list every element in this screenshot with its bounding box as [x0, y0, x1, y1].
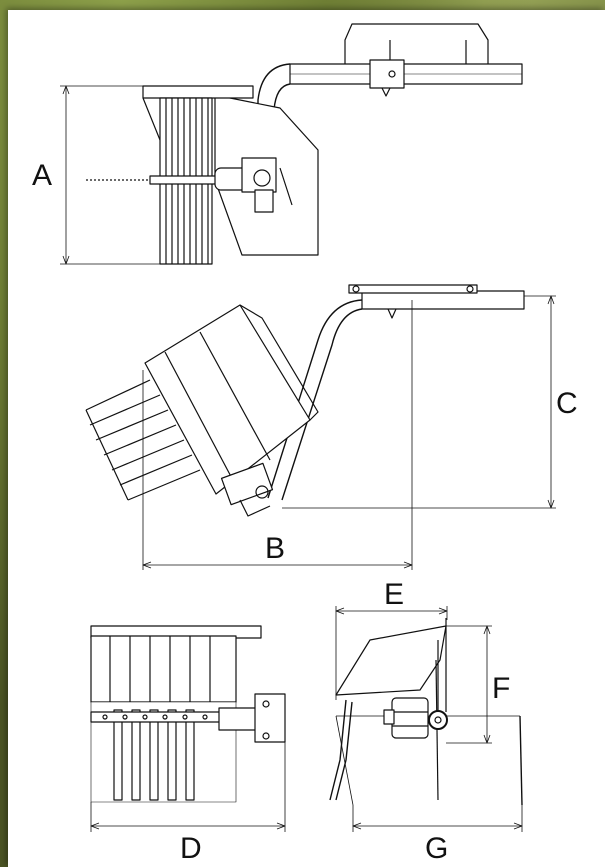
- end-view: [329, 618, 523, 806]
- dimension-label-e: E: [384, 578, 404, 611]
- dimension-f: [446, 625, 492, 744]
- side-view-folded: [86, 23, 523, 265]
- dimension-label-g: G: [425, 832, 448, 865]
- dimension-label-a: A: [32, 159, 52, 192]
- dimension-label-b: B: [265, 532, 285, 565]
- dimension-label-d: D: [180, 832, 202, 865]
- dimension-b: [142, 300, 413, 570]
- side-view-tilted: [85, 284, 525, 517]
- front-view: [90, 625, 286, 803]
- dimension-g: [352, 805, 523, 832]
- dimension-label-f: F: [492, 672, 510, 705]
- dimension-label-c: C: [556, 387, 578, 420]
- dimension-d: [90, 742, 286, 832]
- dimension-c: [282, 295, 556, 509]
- dimension-a: [60, 85, 160, 265]
- dimension-e: [335, 606, 448, 700]
